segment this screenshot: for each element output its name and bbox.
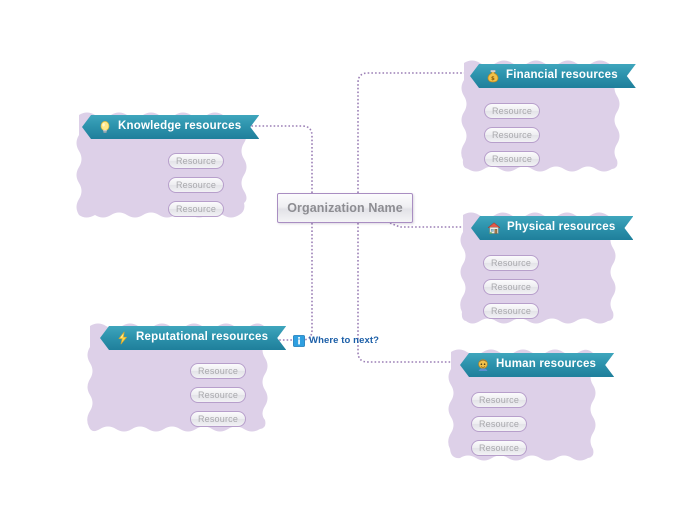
resource-pill[interactable]: Resource xyxy=(168,153,224,169)
panel-background-financial xyxy=(461,60,620,172)
house-icon xyxy=(487,221,501,235)
resource-pill[interactable]: Resource xyxy=(483,303,539,319)
connector-reputational xyxy=(272,223,313,341)
branch-panel-reputational[interactable]: Reputational resources Resource Resource… xyxy=(85,321,270,434)
central-node-label: Organization Name xyxy=(287,201,403,215)
resource-list-financial: Resource Resource Resource xyxy=(484,103,540,167)
info-icon xyxy=(293,334,305,347)
lightbulb-icon xyxy=(98,120,112,134)
panel-background-reputational xyxy=(87,323,268,432)
resource-pill[interactable]: Resource xyxy=(168,177,224,193)
branch-label-financial: Financial resources xyxy=(506,69,618,82)
person-icon xyxy=(476,358,490,372)
branch-label-human: Human resources xyxy=(496,358,597,371)
resource-pill[interactable]: Resource xyxy=(484,103,540,119)
branch-header-physical[interactable]: Physical resources xyxy=(471,216,633,240)
resource-list-reputational: Resource Resource Resource xyxy=(190,363,246,427)
where-to-next-label: Where to next? xyxy=(309,334,380,346)
branch-header-financial[interactable]: $ Financial resources xyxy=(470,64,636,88)
resource-list-human: Resource Resource Resource xyxy=(471,392,527,456)
resource-pill[interactable]: Resource xyxy=(190,411,246,427)
central-node[interactable]: Organization Name xyxy=(277,193,413,223)
money-bag-icon: $ xyxy=(486,69,500,83)
where-to-next-note[interactable]: Where to next? xyxy=(293,333,379,347)
resource-pill[interactable]: Resource xyxy=(484,151,540,167)
resource-pill[interactable]: Resource xyxy=(471,416,527,432)
panel-background-physical xyxy=(460,212,616,324)
resource-pill[interactable]: Resource xyxy=(190,387,246,403)
resource-pill[interactable]: Resource xyxy=(168,201,224,217)
resource-list-physical: Resource Resource Resource xyxy=(483,255,539,319)
branch-panel-physical[interactable]: Physical resources Resource Resource Res… xyxy=(458,210,618,326)
branch-header-knowledge[interactable]: Knowledge resources xyxy=(82,115,259,139)
connector-financial xyxy=(357,72,470,193)
branch-label-physical: Physical resources xyxy=(507,221,616,234)
resource-pill[interactable]: Resource xyxy=(471,392,527,408)
branch-panel-knowledge[interactable]: Knowledge resources Resource Resource Re… xyxy=(74,110,249,220)
resource-pill[interactable]: Resource xyxy=(471,440,527,456)
branch-panel-financial[interactable]: $ Financial resources Resource Resource … xyxy=(459,58,622,174)
resource-pill[interactable]: Resource xyxy=(190,363,246,379)
resource-pill[interactable]: Resource xyxy=(484,127,540,143)
lightning-bolt-icon xyxy=(116,331,130,345)
resource-pill[interactable]: Resource xyxy=(483,279,539,295)
branch-header-human[interactable]: Human resources xyxy=(460,353,614,377)
branch-label-reputational: Reputational resources xyxy=(136,331,269,344)
svg-text:$: $ xyxy=(491,76,495,82)
resource-list-knowledge: Resource Resource Resource xyxy=(168,153,224,217)
branch-panel-human[interactable]: Human resources Resource Resource Resour… xyxy=(446,347,598,463)
branch-header-reputational[interactable]: Reputational resources xyxy=(100,326,286,350)
resource-pill[interactable]: Resource xyxy=(483,255,539,271)
branch-label-knowledge: Knowledge resources xyxy=(118,120,242,133)
